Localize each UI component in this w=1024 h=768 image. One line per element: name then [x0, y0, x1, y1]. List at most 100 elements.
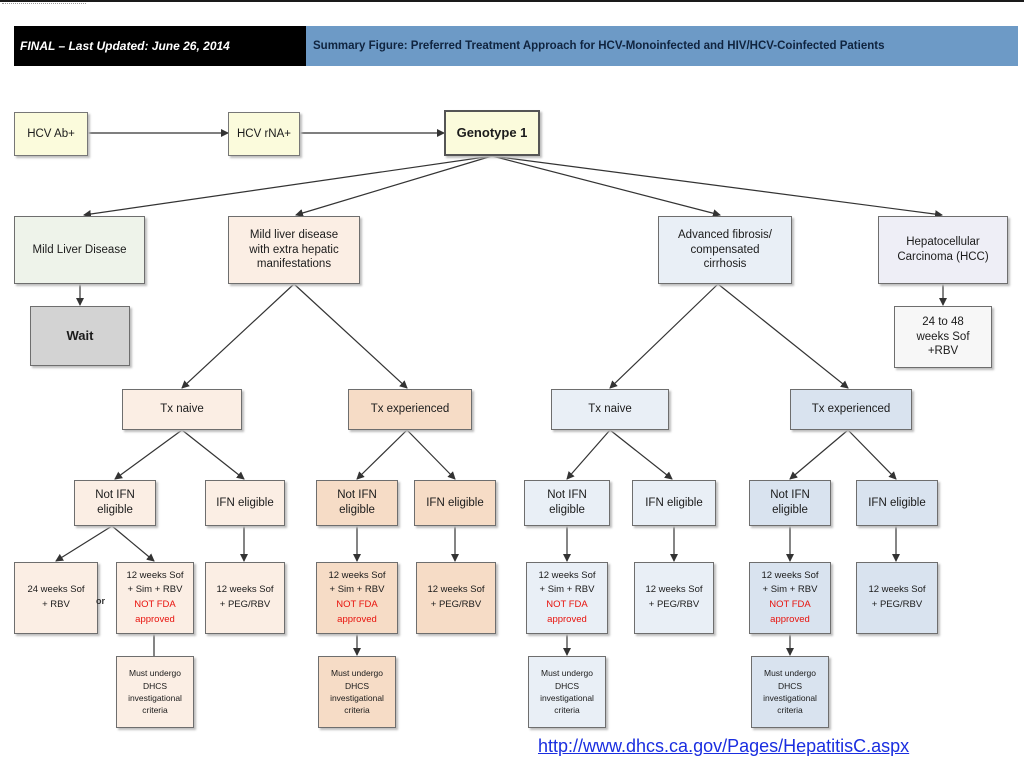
not-fda-3-line-2: approved — [547, 613, 587, 625]
peg-1-line-2: + PEG/RBV — [219, 599, 271, 610]
not-fda-1-line-2: approved — [135, 613, 175, 625]
mild-extrahepatic-box: Mild liver disease with extra hepatic ma… — [228, 216, 360, 284]
hcc-treatment-line-1: 24 to 48 — [922, 315, 964, 328]
not-fda-4-line-1: NOT FDA — [769, 599, 811, 610]
peg-rbv-label-2: 12 weeks Sof+ PEG/RBV — [427, 583, 484, 612]
header-status-label: FINAL – Last Updated: June 26, 2014 — [14, 26, 306, 66]
not-ifn-eligible-label-1: Not IFN eligible — [95, 488, 135, 518]
genotype-box: Genotype 1 — [444, 110, 540, 156]
genotype-label: Genotype 1 — [456, 124, 528, 140]
tx-naive-box-1: Tx naive — [122, 389, 242, 430]
sof-sim-box-2: 12 weeks Sof + Sim + RBV NOT FDA approve… — [316, 562, 398, 634]
sof-sim-4-line-2: + Sim + RBV — [762, 584, 818, 596]
peg-rbv-label-1: 12 weeks Sof + PEG/RBV — [216, 583, 273, 612]
peg-rbv-box-1: 12 weeks Sof + PEG/RBV — [205, 562, 285, 634]
not-ifn-eligible-label-4: Not IFN eligible — [770, 488, 810, 518]
not-fda-1-line-1: NOT FDA — [134, 599, 176, 610]
sof-sim-2-line-2: + Sim + RBV — [329, 584, 385, 596]
hcc-label: Hepatocellular Carcinoma (HCC) — [897, 235, 988, 265]
not-ifn-4-line-2: eligible — [772, 504, 808, 516]
hcc-box: Hepatocellular Carcinoma (HCC) — [878, 216, 1008, 284]
sof-sim-box-1: 12 weeks Sof + Sim + RBV NOT FDA approve… — [116, 562, 194, 634]
must-undergo-4-line-4: criteria — [777, 705, 803, 716]
mild-liver-disease-box: Mild Liver Disease — [14, 216, 145, 284]
hcc-line-2: Carcinoma (HCC) — [897, 251, 989, 263]
tx-naive-box-2: Tx naive — [551, 389, 669, 430]
must-undergo-4-line-3: investigational — [763, 693, 817, 703]
not-ifn-4-line-1: Not IFN — [770, 489, 810, 502]
ifn-eligible-label-2: IFN eligible — [426, 496, 484, 509]
tx-experienced-box-1: Tx experienced — [348, 389, 472, 430]
not-fda-4-line-2: approved — [770, 613, 810, 625]
not-ifn-2-line-1: Not IFN — [337, 489, 377, 502]
sof-sim-1-line-1: 12 weeks Sof — [126, 569, 184, 581]
sof-sim-3-line-2: + Sim + RBV — [539, 584, 595, 596]
must-undergo-box-3: Must undergo DHCS investigational criter… — [528, 656, 606, 728]
header-summary-title: Summary Figure: Preferred Treatment Appr… — [306, 26, 1018, 66]
ifn-eligible-box-2: IFN eligible — [414, 480, 496, 526]
hcc-treatment-box: 24 to 48 weeks Sof +RBV — [894, 306, 992, 368]
peg-rbv-box-2: 12 weeks Sof+ PEG/RBV — [416, 562, 496, 634]
must-undergo-2-line-3: investigational — [330, 693, 384, 703]
mild-extra-line-3: manifestations — [256, 258, 332, 271]
sof-sim-box-3: 12 weeks Sof + Sim + RBV NOT FDA approve… — [526, 562, 608, 634]
peg-rbv-label-4: 12 weeks Sof+ PEG/RBV — [868, 583, 925, 612]
sof-sim-3-line-1: 12 weeks Sof — [538, 569, 596, 581]
tx-experienced-label-2: Tx experienced — [811, 403, 891, 416]
top-border — [0, 0, 1024, 2]
not-ifn-eligible-box-4: Not IFN eligible — [749, 480, 831, 526]
must-undergo-3-line-1: Must undergo — [541, 668, 593, 679]
advanced-fibrosis-label: Advanced fibrosis/ compensated cirrhosis — [678, 228, 772, 273]
advanced-line-3: cirrhosis — [703, 258, 747, 271]
mild-extrahepatic-label: Mild liver disease with extra hepatic ma… — [249, 228, 339, 273]
sof-sim-label-3: 12 weeks Sof + Sim + RBV NOT FDA approve… — [538, 569, 595, 628]
peg-2-line-2: + PEG/RBV — [430, 599, 482, 610]
not-fda-2-line-1: NOT FDA — [336, 599, 378, 610]
peg-rbv-label-3: 12 weeks Sof+ PEG/RBV — [645, 583, 702, 612]
advanced-fibrosis-box: Advanced fibrosis/ compensated cirrhosis — [658, 216, 792, 284]
peg-1-line-1: 12 weeks Sof — [216, 584, 274, 596]
must-undergo-3-line-2: DHCS — [554, 680, 580, 691]
must-undergo-label-1: Must undergo DHCS investigational criter… — [128, 667, 182, 716]
tx-naive-label-2: Tx naive — [588, 403, 632, 416]
hcv-ab-label: HCV Ab+ — [27, 127, 75, 140]
peg-4-line-1: 12 weeks Sof — [868, 584, 926, 596]
must-undergo-3-line-4: criteria — [554, 705, 580, 716]
ifn-eligible-box-3: IFN eligible — [632, 480, 716, 526]
dhcs-link[interactable]: http://www.dhcs.ca.gov/Pages/HepatitisC.… — [538, 736, 910, 756]
hcc-treatment-line-2: weeks Sof — [916, 330, 970, 343]
must-undergo-box-1: Must undergo DHCS investigational criter… — [116, 656, 194, 728]
ifn-eligible-box-4: IFN eligible — [856, 480, 938, 526]
must-undergo-2-line-4: criteria — [344, 705, 370, 716]
not-fda-3-line-1: NOT FDA — [546, 599, 588, 610]
sof-rbv-24-box: 24 weeks Sof+ RBV — [14, 562, 98, 634]
not-ifn-1-line-2: eligible — [97, 504, 133, 516]
must-undergo-3-line-3: investigational — [540, 693, 594, 703]
tx-experienced-box-2: Tx experienced — [790, 389, 912, 430]
must-undergo-1-line-4: criteria — [142, 705, 168, 716]
hcc-treatment-label: 24 to 48 weeks Sof +RBV — [916, 315, 969, 360]
sof-sim-box-4: 12 weeks Sof + Sim + RBV NOT FDA approve… — [749, 562, 831, 634]
must-undergo-2-line-2: DHCS — [344, 680, 370, 691]
hcv-ab-box: HCV Ab+ — [14, 112, 88, 156]
ifn-eligible-label-4: IFN eligible — [868, 496, 926, 509]
or-label: or — [96, 596, 105, 606]
advanced-line-2: compensated — [690, 243, 760, 256]
must-undergo-label-4: Must undergo DHCS investigational criter… — [763, 667, 817, 716]
peg-rbv-box-3: 12 weeks Sof+ PEG/RBV — [634, 562, 714, 634]
must-undergo-4-line-2: DHCS — [777, 680, 803, 691]
hcv-rna-label: HCV rNA+ — [237, 127, 291, 140]
mild-extra-line-1: Mild liver disease — [249, 228, 339, 241]
must-undergo-4-line-1: Must undergo — [764, 668, 816, 679]
ifn-eligible-box-1: IFN eligible — [205, 480, 285, 526]
wait-box: Wait — [30, 306, 130, 366]
sof-rbv-24-line-1: 24 weeks Sof — [27, 584, 85, 596]
not-ifn-3-line-1: Not IFN — [547, 489, 587, 502]
wait-label: Wait — [66, 327, 94, 343]
must-undergo-2-line-1: Must undergo — [331, 668, 383, 679]
must-undergo-1-line-1: Must undergo — [129, 668, 181, 679]
not-ifn-1-line-1: Not IFN — [95, 489, 135, 502]
